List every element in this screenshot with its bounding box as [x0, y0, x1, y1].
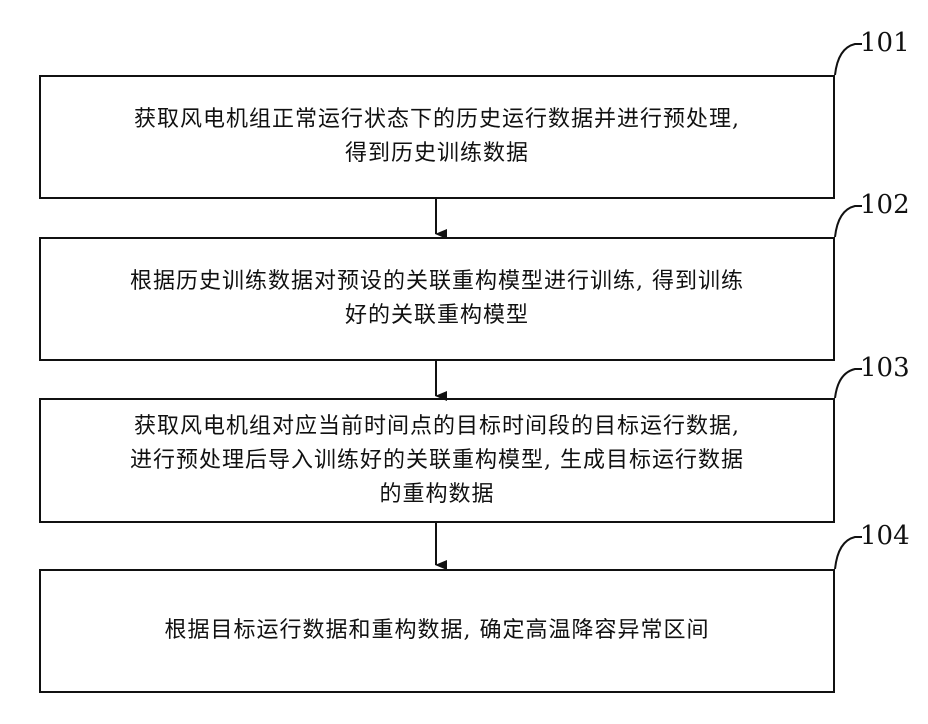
leader-104 — [835, 537, 862, 569]
step-103-line-2: 进行预处理后导入训练好的关联重构模型, 生成目标运行数据 — [130, 444, 744, 478]
leader-103 — [835, 369, 862, 398]
step-104-line-1: 根据目标运行数据和重构数据, 确定高温降容异常区间 — [165, 614, 710, 648]
leader-101 — [835, 44, 862, 75]
step-102-line-2: 好的关联重构模型 — [345, 299, 529, 333]
step-103-line-3: 的重构数据 — [379, 478, 494, 512]
step-box-102: 根据历史训练数据对预设的关联重构模型进行训练, 得到训练 好的关联重构模型 — [39, 237, 835, 361]
step-101-line-1: 获取风电机组正常运行状态下的历史运行数据并进行预处理, — [134, 103, 740, 137]
step-102-line-1: 根据历史训练数据对预设的关联重构模型进行训练, 得到训练 — [130, 265, 744, 299]
step-box-101: 获取风电机组正常运行状态下的历史运行数据并进行预处理, 得到历史训练数据 — [39, 75, 835, 199]
step-box-104: 根据目标运行数据和重构数据, 确定高温降容异常区间 — [39, 569, 835, 693]
step-101-line-2: 得到历史训练数据 — [345, 137, 529, 171]
step-103-line-1: 获取风电机组对应当前时间点的目标时间段的目标运行数据, — [134, 410, 740, 444]
step-label-104: 104 — [860, 521, 910, 551]
step-label-101: 101 — [860, 28, 910, 58]
step-label-103: 103 — [860, 353, 910, 383]
leader-102 — [835, 206, 862, 237]
step-label-102: 102 — [860, 190, 910, 220]
step-box-103: 获取风电机组对应当前时间点的目标时间段的目标运行数据, 进行预处理后导入训练好的… — [39, 398, 835, 523]
